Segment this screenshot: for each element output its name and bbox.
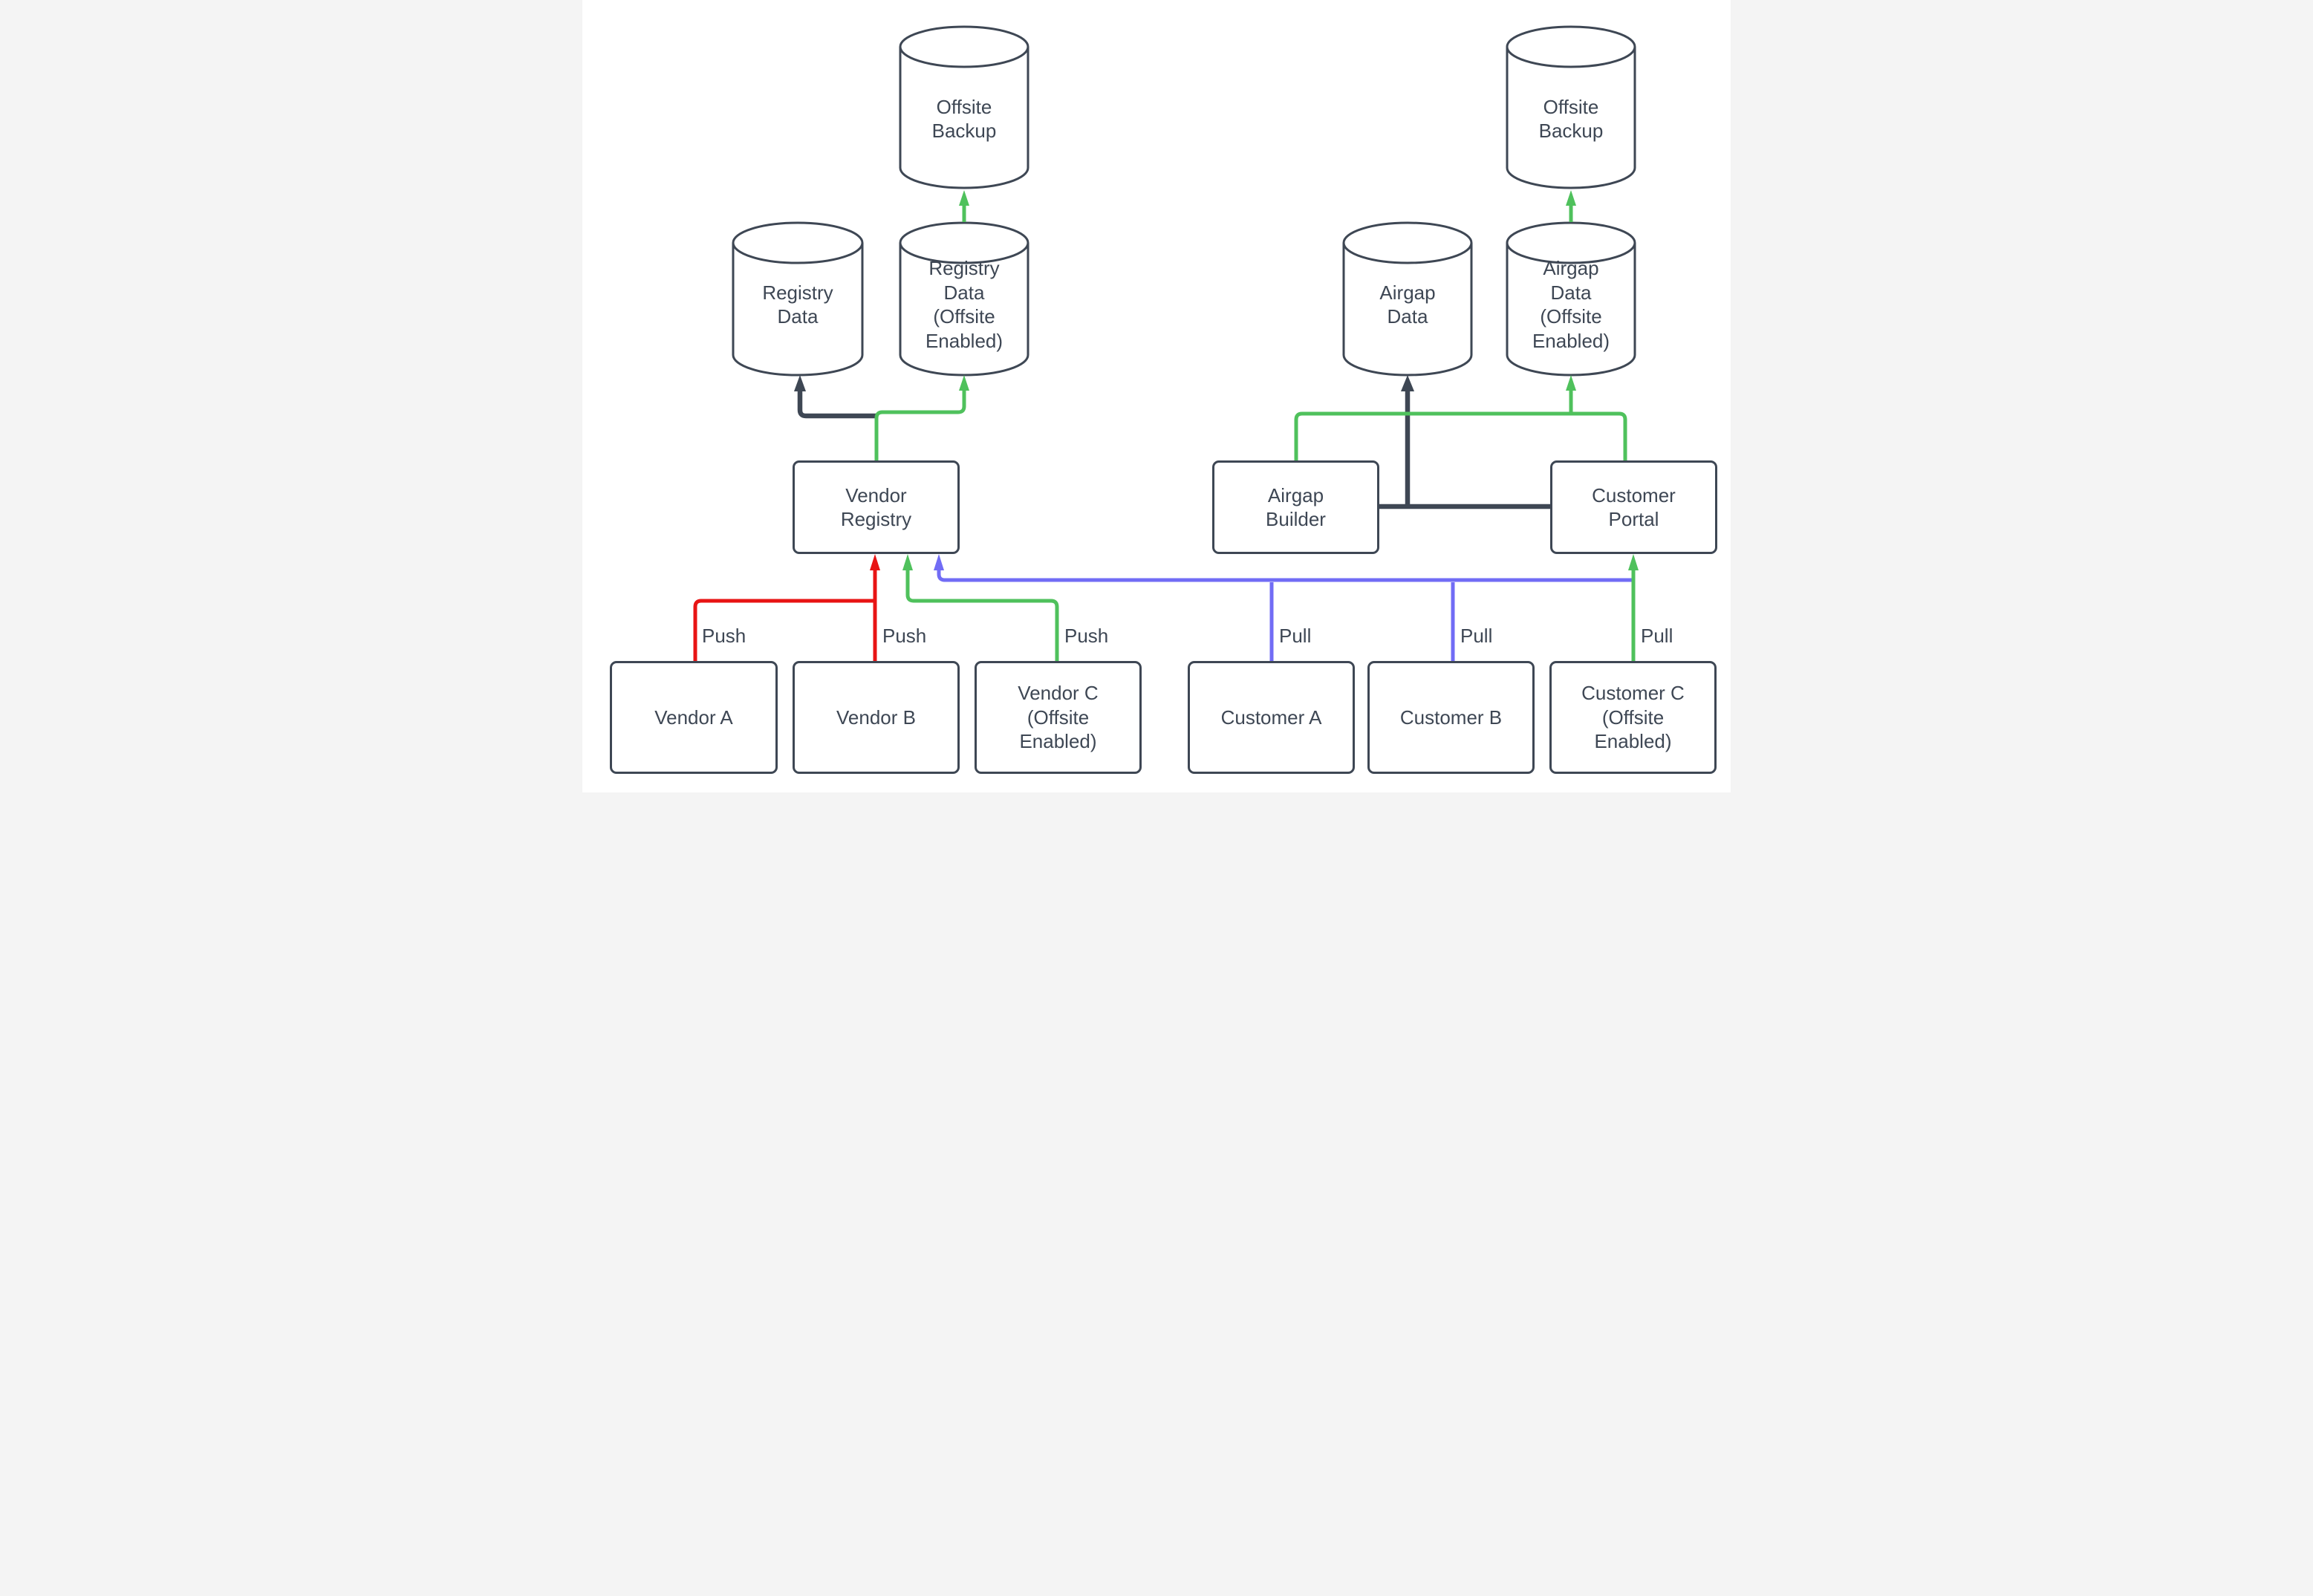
- cylinder-top: [899, 221, 1029, 264]
- label-airgap-data: Airgap Data: [1379, 281, 1436, 328]
- cylinder-offsite-backup-left: [899, 25, 1029, 189]
- edge-label-pull-customer-a: Pull: [1279, 625, 1312, 647]
- node-vendor-b: Vendor B: [793, 661, 960, 774]
- label-registry-data: Registry Data: [762, 281, 833, 328]
- cylinder-registry-data: [732, 221, 864, 377]
- label-offsite-backup-right: Offsite Backup: [1538, 95, 1604, 143]
- edge-label-pull-customer-b: Pull: [1460, 625, 1493, 647]
- cylinder-top: [1342, 221, 1473, 264]
- cylinder-top: [732, 221, 864, 264]
- label-airgap-data-offsite: Airgap Data (Offsite Enabled): [1532, 257, 1610, 352]
- cylinder-body: [899, 47, 1029, 189]
- edge-label-push-vendor-b: Push: [882, 625, 927, 647]
- cylinder-top: [1506, 221, 1636, 264]
- node-customer-portal: Customer Portal: [1550, 460, 1717, 554]
- node-airgap-builder: Airgap Builder: [1212, 460, 1379, 554]
- node-customer-a: Customer A: [1188, 661, 1355, 774]
- cylinder-offsite-backup-right: [1506, 25, 1636, 189]
- node-vendor-c: Vendor C (Offsite Enabled): [975, 661, 1142, 774]
- node-customer-b: Customer B: [1367, 661, 1535, 774]
- label-offsite-backup-left: Offsite Backup: [931, 95, 997, 143]
- cylinder-top: [899, 25, 1029, 68]
- cylinder-airgap-data-offsite: [1506, 221, 1636, 377]
- cylinder-top: [1506, 25, 1636, 68]
- edge-label-push-vendor-c: Push: [1064, 625, 1109, 647]
- cylinder-shapes-layer: [732, 25, 1636, 377]
- edge-label-push-vendor-a: Push: [702, 625, 746, 647]
- cylinder-body: [899, 243, 1029, 377]
- cylinder-body: [1506, 47, 1636, 189]
- node-vendor-registry: Vendor Registry: [793, 460, 960, 554]
- diagram-canvas: Vendor Registry Airgap Builder Customer …: [582, 0, 1731, 792]
- cylinder-body: [1342, 243, 1473, 377]
- label-registry-data-offsite: Registry Data (Offsite Enabled): [925, 257, 1003, 352]
- cylinder-airgap-data: [1342, 221, 1473, 377]
- cylinder-body: [1506, 243, 1636, 377]
- node-vendor-a: Vendor A: [610, 661, 778, 774]
- cylinder-registry-data-offsite: [899, 221, 1029, 377]
- node-customer-c: Customer C (Offsite Enabled): [1549, 661, 1717, 774]
- edge-label-pull-customer-c: Pull: [1641, 625, 1673, 647]
